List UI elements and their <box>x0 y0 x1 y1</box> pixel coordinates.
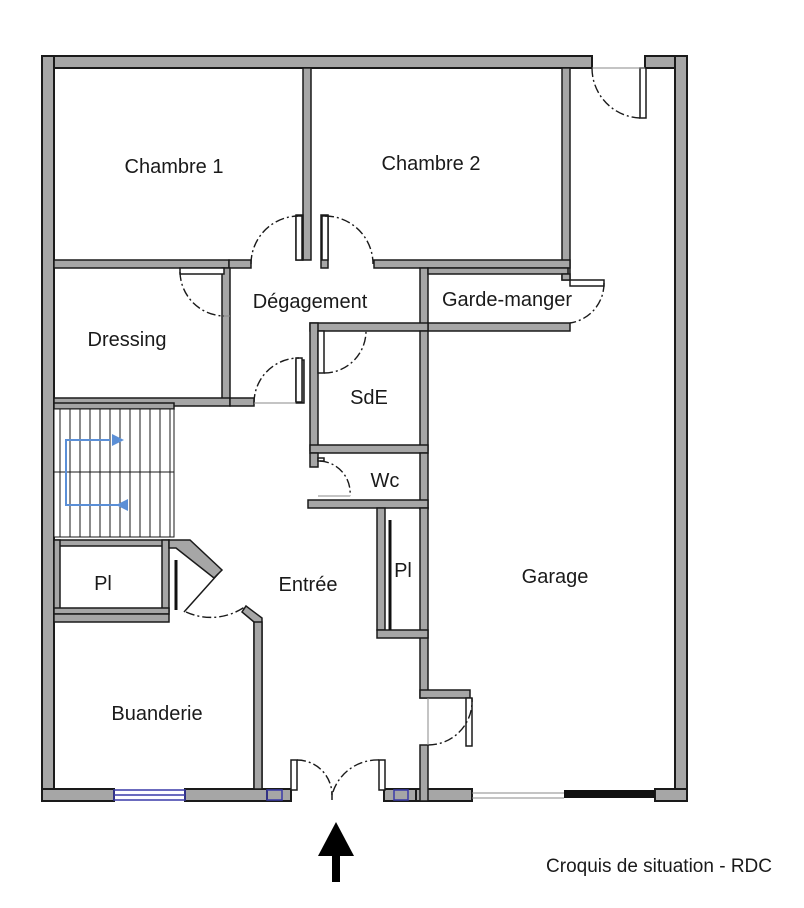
room-labels: Chambre 1 Chambre 2 Dégagement Garde-man… <box>88 153 589 725</box>
room-label-sde: SdE <box>350 387 388 409</box>
arrow-up-icon <box>318 822 354 882</box>
plan-caption: Croquis de situation - RDC <box>546 856 772 877</box>
room-label-dressing: Dressing <box>88 329 167 351</box>
room-label-degagement: Dégagement <box>253 291 368 313</box>
room-label-placard-left: Pl <box>94 573 112 595</box>
room-label-wc: Wc <box>371 470 400 492</box>
doors <box>179 67 647 800</box>
staircase <box>53 408 175 538</box>
interior-walls <box>53 67 571 802</box>
room-label-garage: Garage <box>522 566 589 588</box>
room-label-entree: Entrée <box>279 574 338 596</box>
exterior-walls <box>41 55 688 802</box>
room-label-chambre-2: Chambre 2 <box>382 153 481 175</box>
room-label-buanderie: Buanderie <box>111 703 202 725</box>
room-label-placard-right: Pl <box>394 560 412 582</box>
room-label-garde-manger: Garde-manger <box>442 289 572 311</box>
room-label-chambre-1: Chambre 1 <box>125 156 224 178</box>
